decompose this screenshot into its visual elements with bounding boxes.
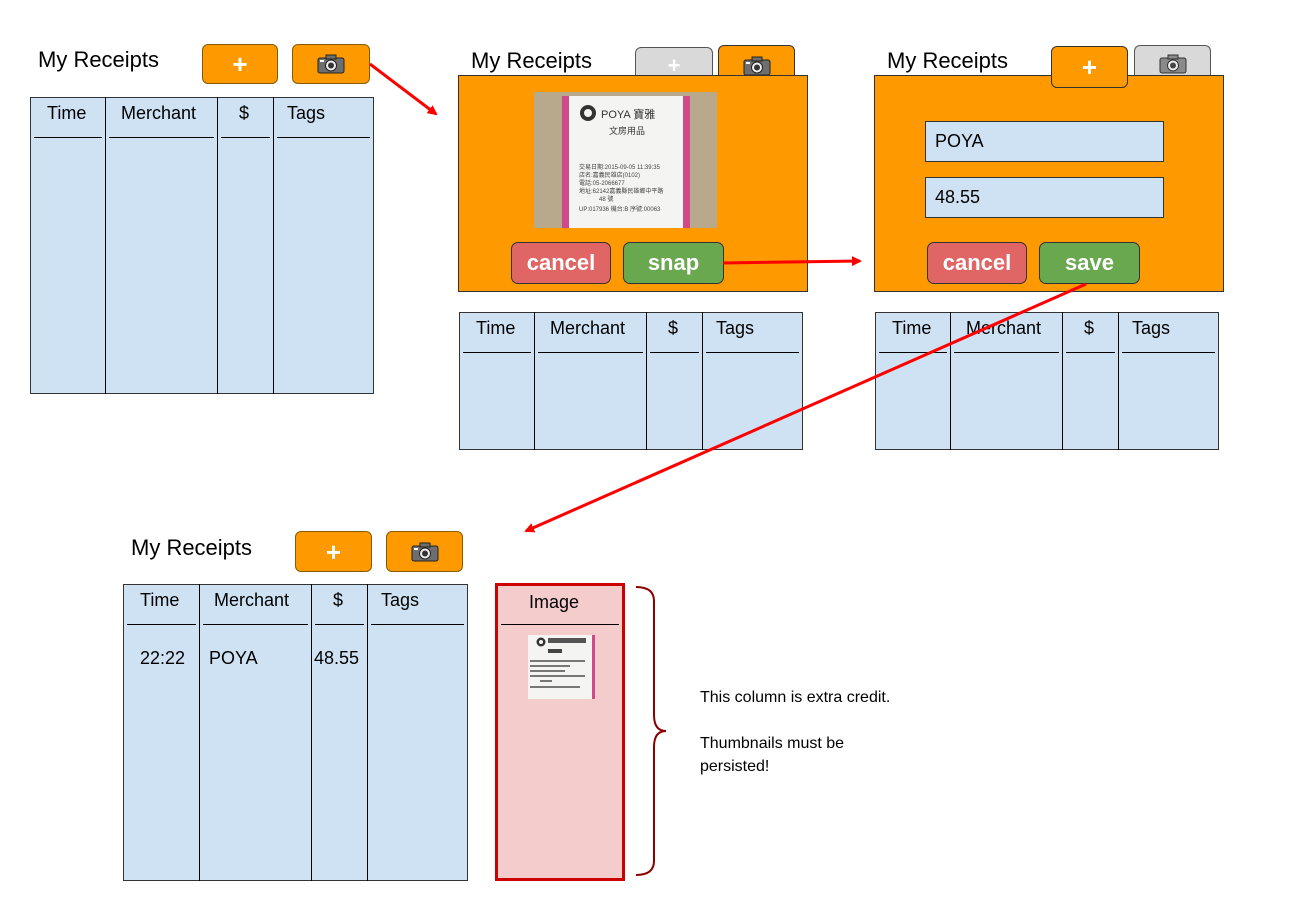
page-title: My Receipts	[887, 48, 1009, 73]
column-header-amount: $	[315, 585, 364, 625]
receipt-line: 電話:05-2066677	[579, 181, 625, 187]
column-header-tags: Tags	[1122, 313, 1215, 353]
column-header-merchant: Merchant	[954, 313, 1059, 353]
thumbnail-brand	[548, 638, 586, 643]
col-tags: Tags	[702, 312, 803, 450]
receipt-thumbnail	[528, 635, 595, 699]
column-header-time: Time	[127, 585, 196, 625]
arrow-snap-to-form	[722, 256, 862, 267]
receipt-brand-sub: 文房用品	[609, 126, 646, 136]
column-header-tags: Tags	[706, 313, 799, 353]
add-tab[interactable]: +	[635, 47, 713, 77]
col-amount: $ 48.55	[311, 584, 368, 881]
cell-amount: 48.55	[314, 648, 360, 668]
col-time: Time	[460, 313, 535, 450]
snap-button[interactable]: snap	[623, 242, 724, 284]
receipts-table: Time 22:22 Merchant POYA $ 48.55 Tags	[123, 584, 468, 881]
note-thumbnails-line1: Thumbnails must be	[700, 735, 845, 752]
col-amount: $	[217, 97, 274, 394]
plus-icon: +	[1081, 52, 1098, 82]
column-header-image: Image	[501, 586, 619, 625]
bracket-icon	[635, 586, 667, 876]
column-header-tags: Tags	[277, 98, 370, 138]
col-time: Time 22:22	[124, 585, 200, 881]
add-button[interactable]: +	[202, 44, 278, 84]
plus-icon: +	[232, 49, 248, 79]
add-button[interactable]: +	[295, 531, 372, 572]
image-column: Image	[495, 583, 625, 881]
col-time: Time	[876, 313, 951, 450]
column-header-time: Time	[463, 313, 531, 353]
column-header-amount: $	[1066, 313, 1115, 353]
receipt-line: UP:017936 機台:B 序號:00063	[579, 207, 661, 213]
receipt-paper: POYA 寶雅 文房用品 交易日期:2015-09-05 11:39:35 店名…	[562, 96, 690, 228]
receipt-photo: POYA 寶雅 文房用品 交易日期:2015-09-05 11:39:35 店名…	[534, 92, 717, 228]
thumbnail-line	[530, 675, 585, 677]
save-button[interactable]: save	[1039, 242, 1140, 284]
camera-panel: POYA 寶雅 文房用品 交易日期:2015-09-05 11:39:35 店名…	[458, 75, 808, 292]
column-header-time: Time	[34, 98, 102, 138]
camera-button[interactable]	[292, 44, 370, 84]
poya-logo-icon	[536, 637, 546, 647]
camera-icon	[317, 54, 345, 74]
camera-icon	[743, 56, 770, 75]
cancel-button[interactable]: cancel	[511, 242, 611, 284]
col-merchant: Merchant	[534, 312, 647, 450]
arrow-save-to-result	[524, 282, 1087, 533]
thumbnail-brand-sub	[548, 649, 562, 653]
thumbnail-line	[530, 670, 565, 672]
receipt-brand: POYA 寶雅	[601, 109, 656, 121]
add-tab[interactable]: +	[1051, 46, 1128, 88]
receipt-line: 店名:嘉義民雄店(0102)	[579, 173, 641, 179]
col-amount: $	[1062, 312, 1119, 450]
thumbnail-line	[530, 686, 580, 688]
arrow-camera-to-snap	[369, 62, 438, 116]
note-extra-credit: This column is extra credit.	[700, 689, 891, 706]
cell-merchant: POYA	[209, 648, 258, 668]
camera-button[interactable]	[386, 531, 463, 572]
page-title: My Receipts	[131, 535, 253, 560]
camera-icon	[1159, 54, 1186, 74]
plus-icon: +	[667, 52, 681, 78]
receipts-table: Time Merchant $ Tags	[459, 312, 803, 450]
plus-icon: +	[325, 536, 342, 567]
column-header-amount: $	[221, 98, 270, 138]
thumbnail-paper	[528, 635, 595, 699]
receipt-line: 交易日期:2015-09-05 11:39:35	[579, 165, 660, 171]
add-form-panel: POYA 48.55 cancel save	[874, 75, 1224, 292]
column-header-merchant: Merchant	[203, 585, 308, 625]
column-header-tags: Tags	[371, 585, 464, 625]
cancel-button[interactable]: cancel	[927, 242, 1027, 284]
merchant-field[interactable]: POYA	[925, 121, 1164, 162]
amount-field[interactable]: 48.55	[925, 177, 1164, 218]
camera-icon	[411, 542, 438, 561]
thumbnail-line	[530, 660, 585, 662]
note-thumbnails-line2: persisted!	[700, 758, 770, 775]
column-header-merchant: Merchant	[538, 313, 643, 353]
col-tags: Tags	[1118, 312, 1219, 450]
col-amount: $	[646, 312, 703, 450]
col-merchant: Merchant	[105, 97, 218, 394]
column-header-merchant: Merchant	[109, 98, 214, 138]
receipt-line: 48 號	[599, 197, 614, 203]
thumbnail-line	[530, 665, 570, 667]
poya-logo-icon	[580, 105, 596, 121]
page-title: My Receipts	[471, 48, 593, 73]
column-header-time: Time	[879, 313, 947, 353]
page-title: My Receipts	[38, 47, 160, 72]
col-tags: Tags	[273, 97, 374, 394]
receipt-line: 地址:62142嘉義縣民雄鄉中平路	[579, 189, 664, 195]
receipts-table: Time Merchant $ Tags	[875, 312, 1219, 450]
camera-tab[interactable]	[1134, 45, 1211, 76]
col-time: Time	[31, 98, 106, 394]
thumbnail-line	[540, 680, 552, 682]
column-header-amount: $	[650, 313, 699, 353]
receipts-table: Time Merchant $ Tags	[30, 97, 374, 394]
cell-time: 22:22	[140, 648, 186, 668]
col-merchant: Merchant POYA	[199, 584, 312, 881]
col-tags: Tags	[367, 584, 468, 881]
